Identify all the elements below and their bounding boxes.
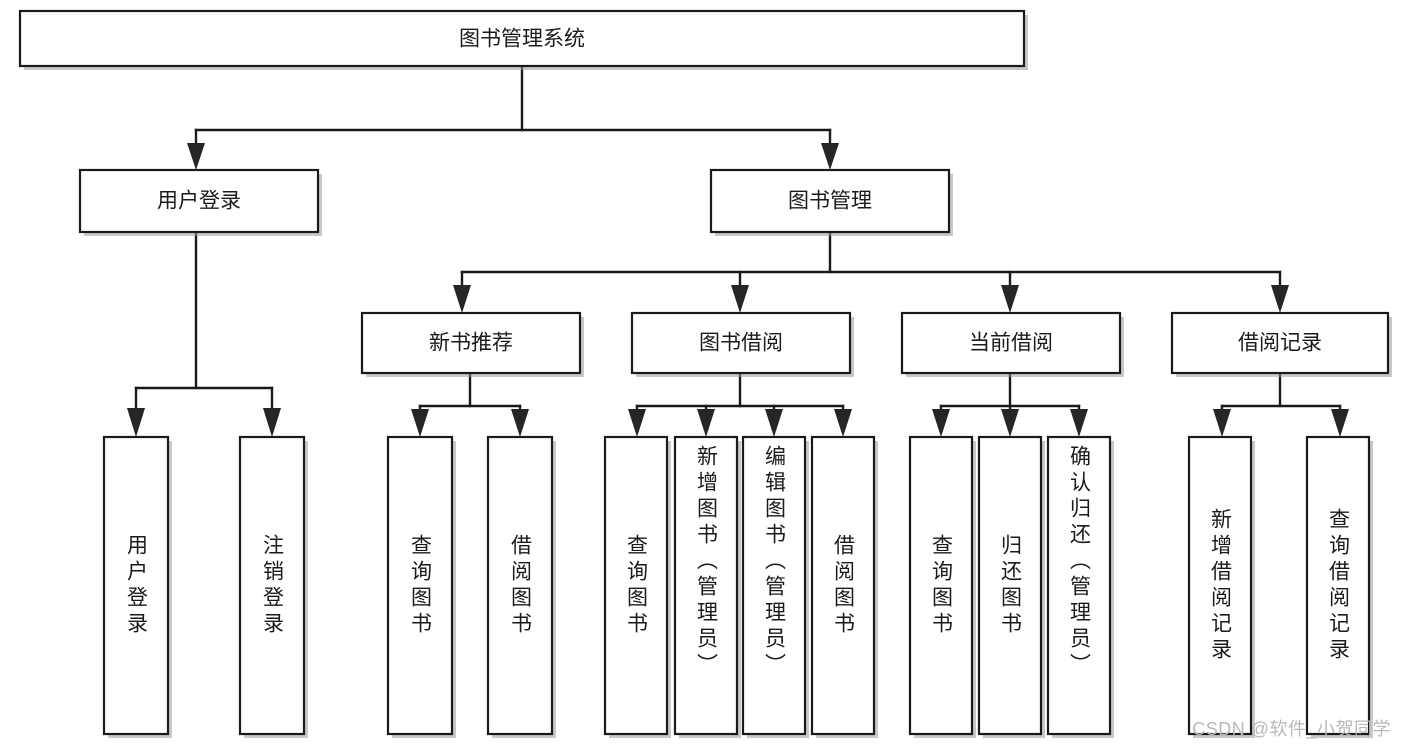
- node-root[interactable]: 图书管理系统: [18, 9, 1028, 70]
- node-leaf-edit-book[interactable]: [741, 435, 809, 738]
- arrow-newbook-leaf-1: [411, 409, 429, 437]
- node-user-login[interactable]: 用户登录: [78, 168, 322, 236]
- arrow-borrowrecord-leaf-1: [1213, 409, 1231, 437]
- node-leaf-borrow-book-1[interactable]: [486, 435, 556, 738]
- node-book-manage-label: 图书管理: [788, 190, 872, 213]
- node-leaf-query-book-3[interactable]: [908, 435, 976, 738]
- node-leaf-query-book-2[interactable]: [603, 435, 671, 738]
- arrow-currentborrow-leaf-1: [932, 409, 950, 437]
- node-leaf-borrow-book-2[interactable]: [810, 435, 878, 738]
- arrow-currentborrow-leaf-2: [1001, 409, 1019, 437]
- node-leaf-return-book[interactable]: [977, 435, 1045, 738]
- arrow-userlogin-leaf-1: [127, 408, 145, 437]
- node-root-label: 图书管理系统: [459, 28, 585, 51]
- arrow-bookborrow-leaf-1: [628, 409, 646, 437]
- node-book-borrow-label: 图书借阅: [699, 332, 783, 355]
- arrow-borrowrecord-leaf-2: [1331, 409, 1349, 437]
- node-leaf-add-record[interactable]: [1187, 435, 1255, 738]
- arrow-root-to-book-manage: [821, 143, 839, 170]
- node-current-borrow-label: 当前借阅: [969, 332, 1053, 355]
- node-new-book-recommend[interactable]: 新书推荐: [360, 311, 584, 377]
- node-current-borrow[interactable]: 当前借阅: [900, 311, 1124, 377]
- node-borrow-record[interactable]: 借阅记录: [1170, 311, 1392, 377]
- edges-layer: [127, 64, 1349, 437]
- node-leaf-query-record[interactable]: [1305, 435, 1373, 738]
- arrow-root-to-user-login: [187, 143, 205, 170]
- arrow-userlogin-leaf-2: [263, 408, 281, 437]
- node-leaf-logout-login[interactable]: [238, 435, 308, 738]
- node-leaf-confirm-return[interactable]: [1046, 435, 1114, 738]
- arrow-bookmanage-child-1: [453, 285, 471, 313]
- node-leaf-user-login[interactable]: [102, 435, 172, 738]
- arrow-bookborrow-leaf-4: [834, 409, 852, 437]
- node-leaf-query-book-1[interactable]: [386, 435, 456, 738]
- node-book-borrow[interactable]: 图书借阅: [630, 311, 854, 377]
- arrow-bookborrow-leaf-3: [765, 409, 783, 437]
- node-book-manage[interactable]: 图书管理: [709, 168, 953, 236]
- arrow-bookmanage-child-3: [1001, 285, 1019, 313]
- arrow-bookmanage-child-2: [731, 285, 749, 313]
- node-new-book-recommend-label: 新书推荐: [429, 332, 513, 355]
- arrow-newbook-leaf-2: [511, 409, 529, 437]
- nodes-layer: 图书管理系统 用户登录 图书管理 新书推荐: [18, 9, 1392, 738]
- node-user-login-label: 用户登录: [157, 190, 241, 213]
- node-borrow-record-label: 借阅记录: [1238, 332, 1322, 355]
- arrow-bookmanage-child-4: [1271, 285, 1289, 313]
- arrow-bookborrow-leaf-2: [697, 409, 715, 437]
- arrow-currentborrow-leaf-3: [1070, 409, 1088, 437]
- csdn-watermark: CSDN @软件_小贺同学: [1192, 719, 1391, 739]
- node-leaf-add-book[interactable]: [673, 435, 741, 738]
